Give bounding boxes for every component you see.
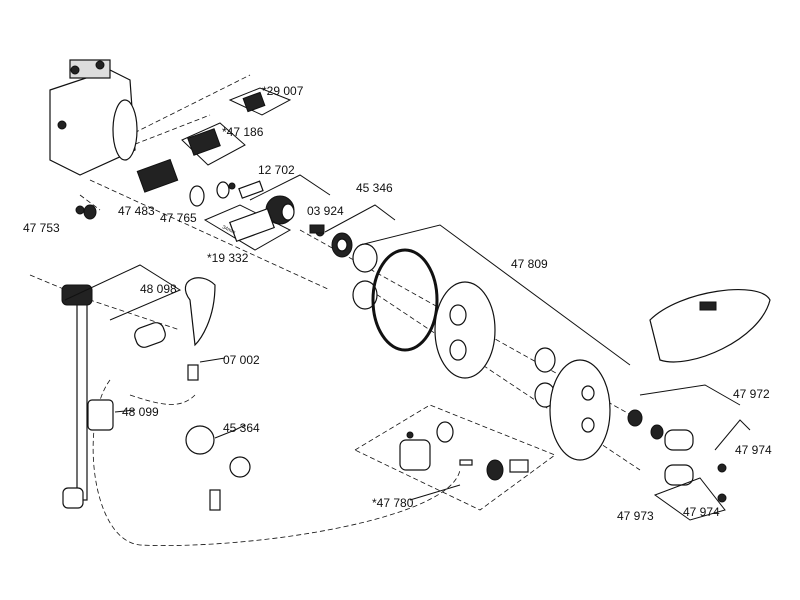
part-label-48099: 48 099 [122, 405, 159, 419]
shower-rail-set [61, 277, 251, 511]
thermostat-cartridge-part [354, 404, 556, 511]
part-label-29007: *29 007 [262, 84, 304, 98]
label-leaders [64, 264, 461, 501]
part-label-47972: 47 972 [733, 387, 770, 401]
part-label-47974-upper: 47 974 [735, 443, 772, 457]
part-label-47809: 47 809 [511, 257, 548, 271]
part-label-47780: *47 780 [372, 496, 414, 510]
part-label-47753: 47 753 [23, 221, 60, 235]
part-label-47765: 47 765 [160, 211, 197, 225]
part-label-12702: 12 702 [258, 163, 295, 177]
trim-parts [371, 248, 771, 521]
dimension-label: 34mm [221, 224, 236, 235]
part-label-47186: *47 186 [222, 125, 264, 139]
part-label-03924: 03 924 [307, 204, 344, 218]
part-label-19332: *19 332 [207, 251, 249, 265]
concealed-body-part [49, 59, 138, 176]
part-label-47974-lower: 47 974 [683, 505, 720, 519]
part-label-07002: 07 002 [223, 353, 260, 367]
part-label-45346: 45 346 [356, 181, 393, 195]
part-label-47483: 47 483 [118, 204, 155, 218]
cartridge-parts [75, 87, 631, 366]
part-label-48098: 48 098 [140, 282, 177, 296]
part-label-45364: 45 364 [223, 421, 260, 435]
part-label-47973: 47 973 [617, 509, 654, 523]
